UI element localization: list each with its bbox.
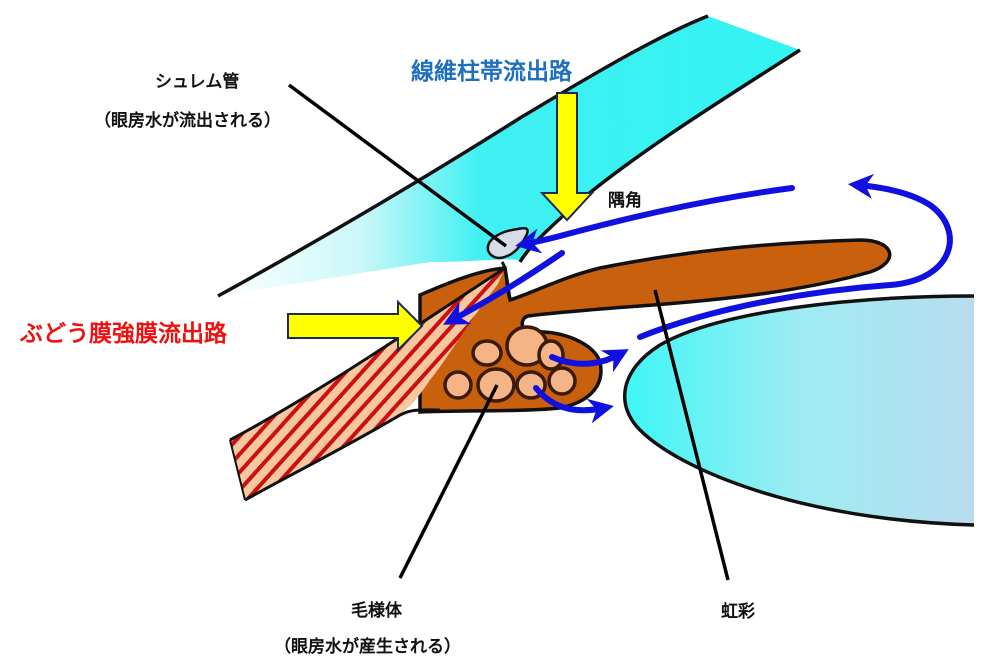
angle-recess [500,261,512,301]
cornea [218,16,800,296]
cornea-outer-edge [217,14,709,298]
flow-arrow-return [637,173,953,340]
lens [623,294,975,527]
aqueous-flow [443,173,953,424]
iris-leader [653,289,730,581]
trabecular-outflow-label: 線維柱帯流出路 [411,59,572,85]
schlemm-canal-note: （眼房水が流出される） [94,111,281,131]
flow-arrow-uveoscleral [443,250,565,325]
sclera-cut-edge [229,439,246,501]
ciliary-body-note: （眼房水が産生される） [274,637,461,657]
trabecular-outflow-arrow [539,92,595,222]
uveoscleral-outflow-label: ぶどう膜強膜流出路 [20,321,227,347]
sclera-striped [230,268,505,500]
sclera-inner-edge [244,408,441,502]
angle-label: 隅角 [608,191,642,211]
schlemm-leader [287,83,508,248]
iris-label: 虹彩 [721,602,755,622]
ciliary-leader [398,384,499,579]
uveoscleral-outflow-arrow [287,299,424,353]
ciliary-body [418,238,892,414]
sclera-outer-edge [229,266,506,442]
flow-arrow-from-ciliary-2 [533,385,614,424]
schlemm-canal-label: シュレム管 [155,72,240,92]
ciliary-body-label: 毛様体 [351,601,402,621]
flow-arrow-from-ciliary-1 [549,349,629,373]
leader-lines [287,83,730,581]
flow-arrow-to-schlemm [515,185,795,254]
